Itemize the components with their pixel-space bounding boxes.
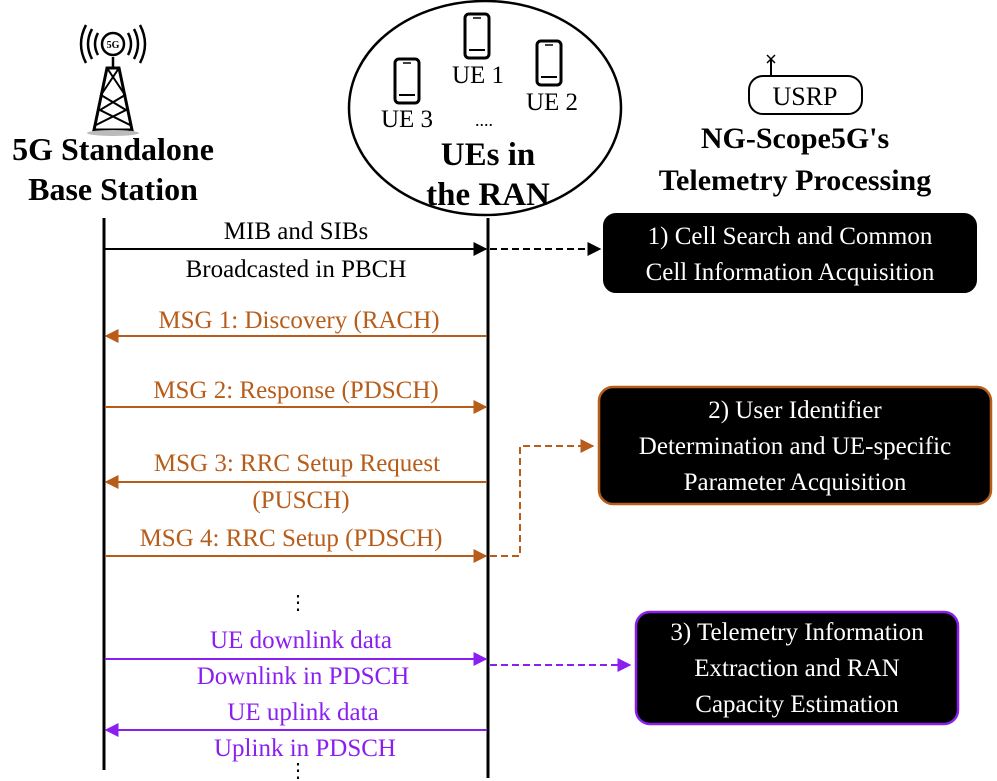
ue3-label: UE 3	[381, 106, 433, 133]
step1-box-line1: 1) Cell Search and Common	[648, 223, 933, 250]
smartphone-icon	[463, 12, 491, 60]
smartphone-icon	[393, 57, 421, 105]
step2-box	[597, 385, 993, 506]
step2-box-line1: 2) User Identifier	[708, 397, 882, 424]
ue2-label: UE 2	[526, 89, 578, 116]
mib-label-line2: Broadcasted in PBCH	[186, 256, 407, 283]
ngscope-title-line1: NG-Scope5G's	[701, 122, 889, 155]
smartphone-icon	[535, 39, 563, 87]
step3-box-line2: Extraction and RAN	[694, 655, 900, 682]
mib-label-line1: MIB and SIBs	[224, 218, 368, 245]
5g-tower-icon: 5G	[79, 24, 147, 136]
ue1-label: UE 1	[452, 62, 504, 89]
msg3-label-line1: MSG 3: RRC Setup Request	[154, 450, 440, 477]
msg4-label: MSG 4: RRC Setup (PDSCH)	[140, 525, 443, 552]
antenna-icon	[766, 54, 776, 76]
ngscope-title-line2: Telemetry Processing	[659, 164, 931, 197]
step3-box-line1: 3) Telemetry Information	[670, 619, 924, 646]
step1-box	[603, 213, 977, 293]
tower-5g-label: 5G	[107, 40, 120, 51]
msg2-label: MSG 2: Response (PDSCH)	[153, 377, 438, 404]
ue-ellipsis: ....	[475, 110, 493, 130]
ran-title-line1: UEs in	[441, 137, 535, 173]
step2-box-line3: Parameter Acquisition	[684, 469, 907, 496]
step3-box-line3: Capacity Estimation	[695, 691, 899, 718]
msg4-tap-arrow	[490, 439, 595, 557]
bottom-vertical-ellipsis: ⋮	[288, 760, 308, 781]
uplink-label-line1: UE uplink data	[227, 699, 378, 726]
ran-ellipse	[347, 0, 623, 217]
msg3-label-line2: (PUSCH)	[252, 487, 349, 514]
step3-box	[634, 610, 960, 726]
msg1-label: MSG 1: Discovery (RACH)	[158, 307, 439, 334]
usrp-label: USRP	[772, 82, 837, 111]
ran-title-line2: the RAN	[426, 177, 550, 213]
downlink-label-line1: UE downlink data	[210, 627, 392, 654]
uplink-label-line2: Uplink in PDSCH	[214, 735, 396, 762]
base-station-title-line1: 5G Standalone	[12, 131, 214, 167]
mid-vertical-ellipsis: ⋮	[288, 592, 308, 614]
downlink-label-line2: Downlink in PDSCH	[197, 663, 410, 690]
step2-box-line2: Determination and UE-specific	[639, 433, 951, 460]
step1-box-line2: Cell Information Acquisition	[646, 259, 935, 286]
usrp-device	[748, 75, 863, 115]
base-station-title-line2: Base Station	[28, 171, 198, 207]
